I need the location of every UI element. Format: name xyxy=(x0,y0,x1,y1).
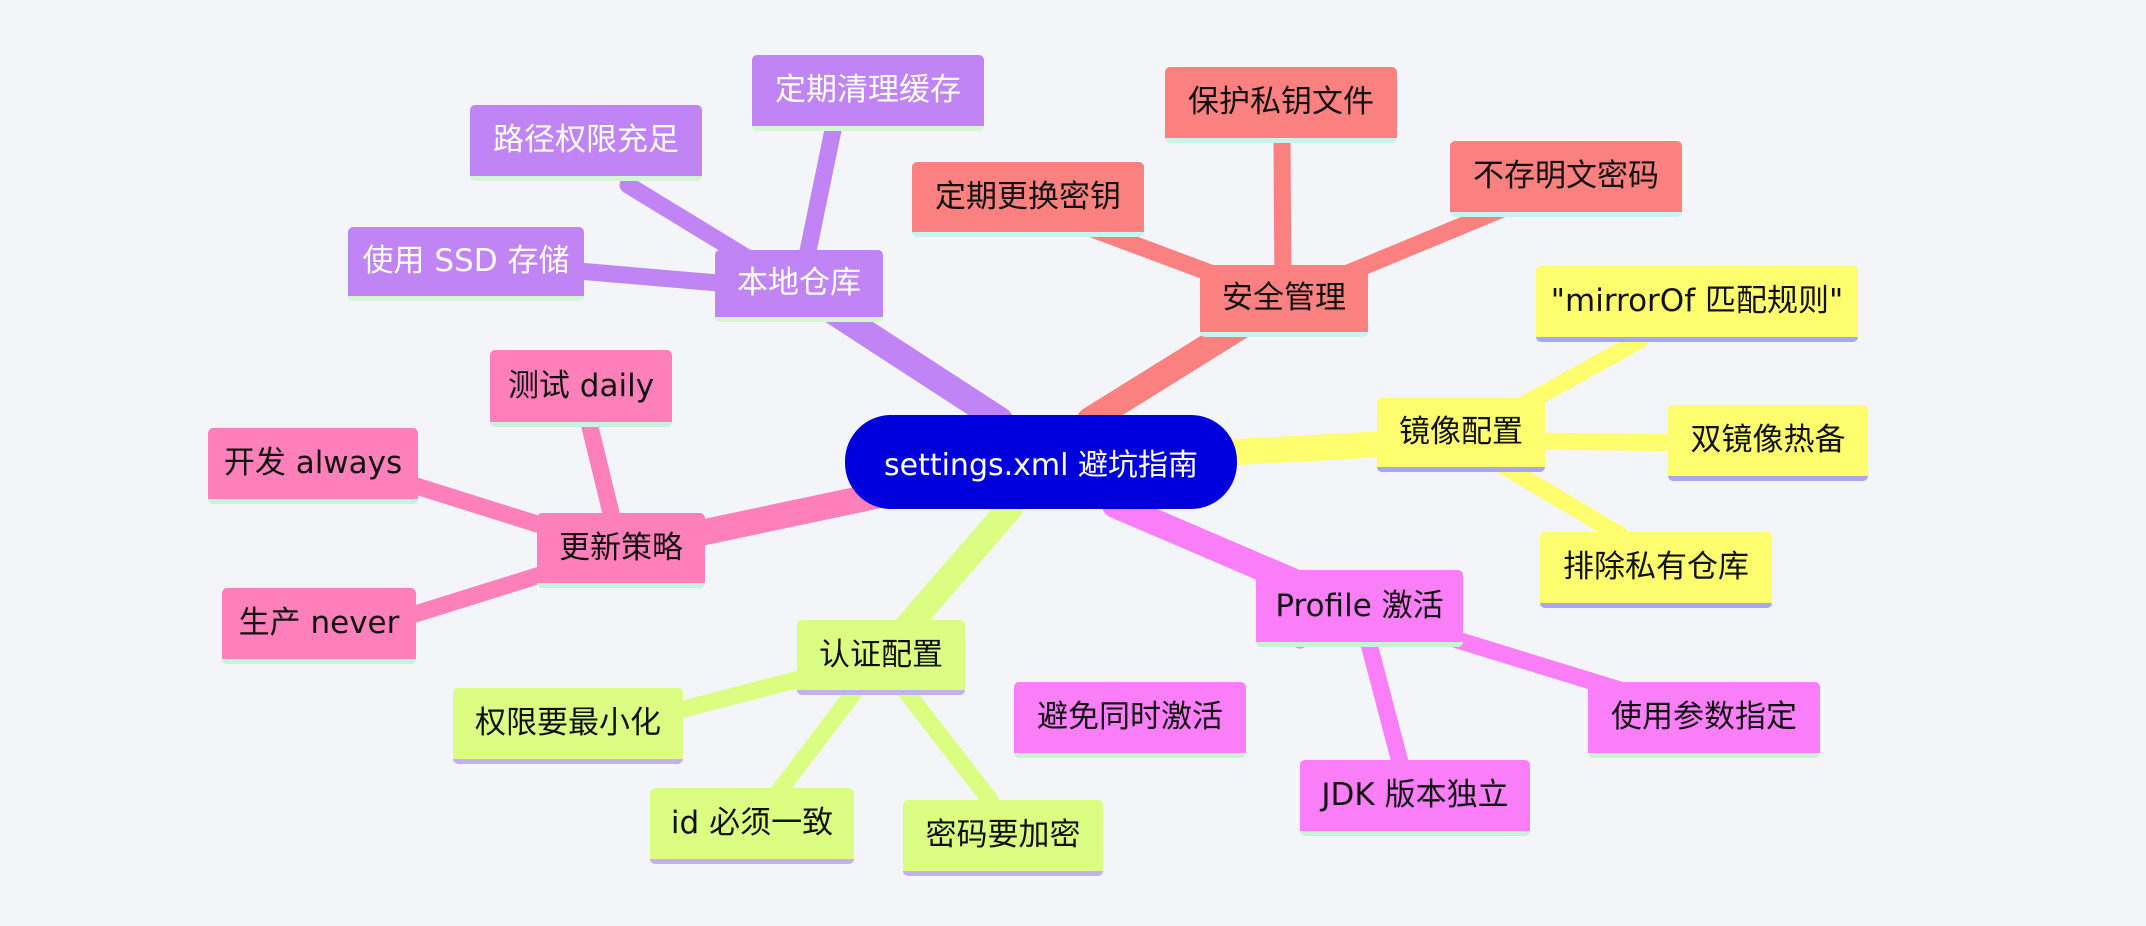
branch-label: 认证配置 xyxy=(819,636,943,673)
leaf-label: 密码要加密 xyxy=(925,817,1081,853)
leaf-node-ssd-storage[interactable]: 使用 SSD 存储 xyxy=(348,227,584,301)
leaf-node-id-consistent[interactable]: id 必须一致 xyxy=(650,788,854,864)
leaf-label: 开发 always xyxy=(223,445,403,481)
branch-node-update-policy[interactable]: 更新策略 xyxy=(537,513,705,588)
leaf-node-rotate-keys[interactable]: 定期更换密钥 xyxy=(912,162,1144,237)
leaf-label: 保护私钥文件 xyxy=(1188,84,1374,120)
leaf-node-path-permission[interactable]: 路径权限充足 xyxy=(470,105,702,181)
leaf-label: 测试 daily xyxy=(507,367,655,404)
leaf-label: 定期清理缓存 xyxy=(775,72,961,108)
leaf-node-prod-never[interactable]: 生产 never xyxy=(222,588,416,664)
leaf-label: 权限要最小化 xyxy=(475,705,661,741)
leaf-node-clean-cache[interactable]: 定期清理缓存 xyxy=(752,55,984,131)
leaf-label: 不存明文密码 xyxy=(1473,158,1659,194)
branch-node-auth-config[interactable]: 认证配置 xyxy=(797,620,965,695)
leaf-label: 定期更换密钥 xyxy=(935,178,1121,215)
leaf-label: 路径权限充足 xyxy=(493,122,679,158)
leaf-node-protect-private-key[interactable]: 保护私钥文件 xyxy=(1165,67,1397,143)
branch-label: 镜像配置 xyxy=(1399,414,1523,450)
leaf-label: 使用参数指定 xyxy=(1611,699,1797,735)
branch-label: 安全管理 xyxy=(1222,280,1346,316)
root-node[interactable]: settings.xml 避坑指南 xyxy=(845,415,1237,509)
leaf-node-least-privilege[interactable]: 权限要最小化 xyxy=(453,688,683,764)
leaf-node-avoid-simultaneous[interactable]: 避免同时激活 xyxy=(1014,682,1246,758)
branch-node-security[interactable]: 安全管理 xyxy=(1200,265,1368,337)
leaf-label: 使用 SSD 存储 xyxy=(362,243,570,279)
leaf-label: id 必须一致 xyxy=(670,805,834,841)
branch-node-profile-activation[interactable]: Profile 激活 xyxy=(1256,570,1463,647)
branch-label: 更新策略 xyxy=(559,529,683,566)
root-label: settings.xml 避坑指南 xyxy=(883,448,1199,483)
leaf-node-no-plaintext-password[interactable]: 不存明文密码 xyxy=(1450,141,1682,217)
leaf-label: JDK 版本独立 xyxy=(1321,777,1509,813)
branch-label: 本地仓库 xyxy=(737,265,861,301)
leaf-node-mirrorof-rules[interactable]: "mirrorOf 匹配规则" xyxy=(1536,266,1858,342)
branch-label: Profile 激活 xyxy=(1275,587,1444,624)
leaf-node-dev-always[interactable]: 开发 always xyxy=(208,428,418,504)
leaf-node-encrypt-password[interactable]: 密码要加密 xyxy=(903,800,1103,876)
leaf-node-jdk-version[interactable]: JDK 版本独立 xyxy=(1300,760,1530,836)
leaf-label: 避免同时激活 xyxy=(1037,699,1223,735)
leaf-label: 排除私有仓库 xyxy=(1563,549,1749,585)
leaf-node-dual-mirror[interactable]: 双镜像热备 xyxy=(1668,405,1868,481)
branch-node-mirror-config[interactable]: 镜像配置 xyxy=(1377,398,1545,472)
leaf-node-use-parameter[interactable]: 使用参数指定 xyxy=(1588,682,1820,758)
leaf-label: 生产 never xyxy=(238,605,400,641)
leaf-label: 双镜像热备 xyxy=(1690,422,1846,458)
leaf-label: "mirrorOf 匹配规则" xyxy=(1550,283,1844,319)
leaf-node-exclude-private-repo[interactable]: 排除私有仓库 xyxy=(1540,532,1772,608)
leaf-node-test-daily[interactable]: 测试 daily xyxy=(490,350,672,427)
branch-node-local-repo[interactable]: 本地仓库 xyxy=(715,250,883,322)
